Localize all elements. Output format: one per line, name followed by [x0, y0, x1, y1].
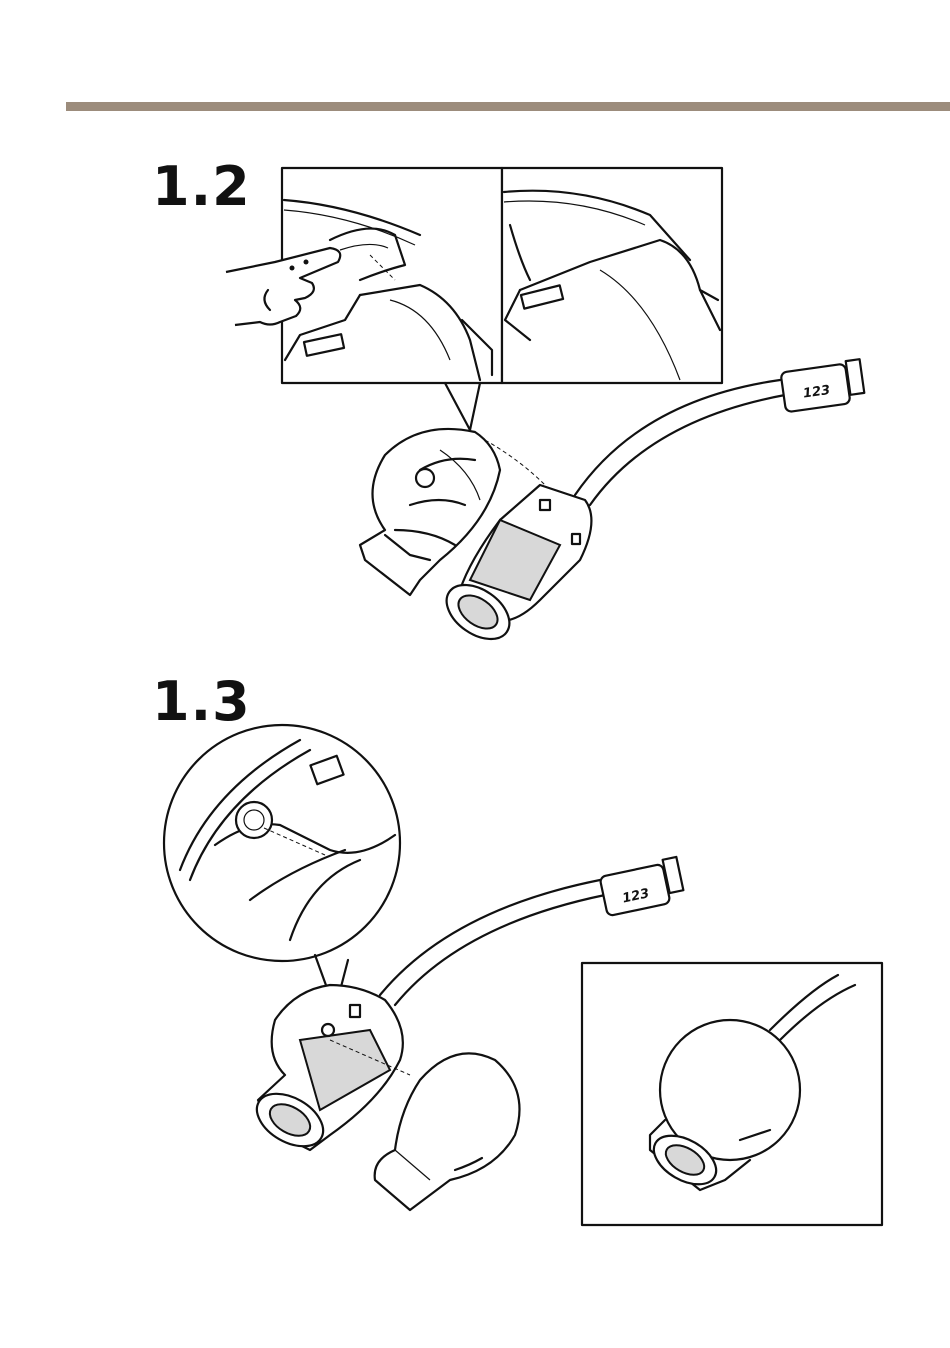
cable-b-upper [380, 880, 600, 995]
dome-body-b [248, 985, 403, 1157]
detail-panel-left [282, 168, 502, 383]
step-1-3-figure: 123 [164, 725, 882, 1225]
detail-magnifier [164, 725, 400, 961]
cable-plug-b: 123 [600, 857, 684, 916]
cable-upper [575, 380, 780, 495]
inset-panel [582, 963, 882, 1225]
callout-pointer [445, 383, 480, 430]
detail-panel-right [502, 168, 722, 383]
cable-plug: 123 [781, 359, 865, 412]
step-1-2-figure: 123 [226, 168, 864, 650]
cable-lower [590, 395, 785, 505]
dome-cover [375, 1053, 520, 1210]
